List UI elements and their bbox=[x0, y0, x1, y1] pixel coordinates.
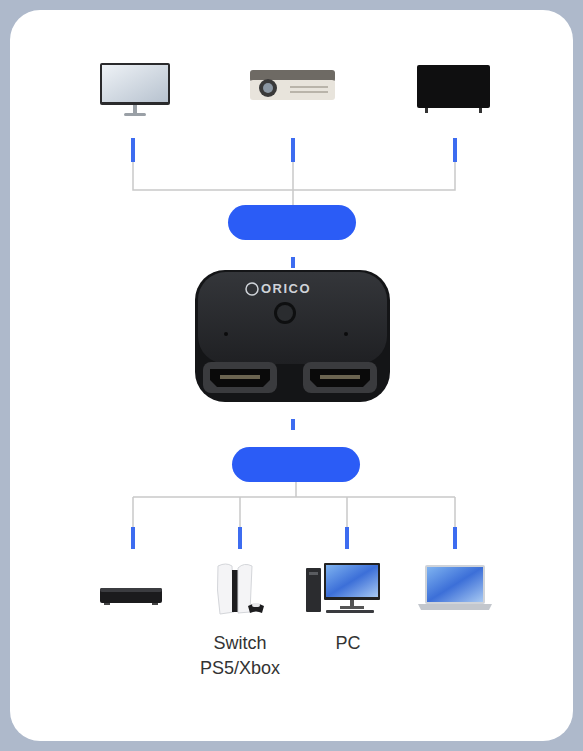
pc-icon bbox=[306, 563, 380, 613]
laptop-lid bbox=[425, 565, 485, 604]
cable bbox=[291, 419, 295, 430]
wire bbox=[133, 482, 455, 527]
cable bbox=[291, 138, 295, 162]
projector-vent bbox=[290, 91, 328, 93]
tv-box-foot bbox=[152, 603, 158, 605]
switch-button bbox=[277, 305, 293, 321]
pc-screen bbox=[326, 565, 378, 597]
console-icon bbox=[217, 564, 264, 614]
hdmi-pins bbox=[220, 375, 260, 379]
device-label: Switch PS5/Xbox bbox=[190, 631, 290, 681]
pc-monitor bbox=[324, 563, 380, 600]
projector-vent bbox=[290, 86, 328, 88]
logo-mark bbox=[246, 283, 258, 295]
monitor-neck bbox=[133, 105, 137, 114]
cable bbox=[131, 527, 135, 549]
tv-icon bbox=[417, 65, 490, 113]
laptop-screen bbox=[427, 567, 483, 602]
tv-leg bbox=[479, 108, 482, 113]
led bbox=[344, 332, 348, 336]
cable bbox=[291, 257, 295, 268]
tv-leg bbox=[425, 108, 428, 113]
cable bbox=[453, 527, 457, 549]
projector-body bbox=[250, 80, 335, 100]
cable bbox=[131, 138, 135, 162]
pc-stand bbox=[350, 600, 354, 607]
projector-lens bbox=[259, 79, 277, 97]
switch-body bbox=[195, 270, 390, 402]
tv-box-body bbox=[100, 588, 162, 603]
hdmi-port-rim bbox=[203, 362, 277, 393]
switch-button-ring bbox=[274, 302, 296, 324]
wiring bbox=[131, 138, 457, 549]
projector-glass bbox=[263, 83, 273, 93]
pc-base bbox=[340, 606, 364, 609]
monitor-icon bbox=[100, 63, 170, 116]
hdmi-port bbox=[310, 369, 370, 387]
cable bbox=[453, 138, 457, 162]
led bbox=[224, 332, 228, 336]
brand-logo: ORICO bbox=[246, 281, 326, 297]
blue-pill bbox=[228, 205, 356, 240]
monitor-base bbox=[124, 113, 146, 116]
hdmi-switch bbox=[195, 270, 390, 402]
laptop-icon bbox=[418, 565, 492, 610]
hdmi-port-rim bbox=[303, 362, 377, 393]
monitor-screen bbox=[102, 65, 168, 102]
switch-top bbox=[198, 272, 387, 364]
laptop-base bbox=[418, 604, 492, 610]
device-label: PC bbox=[298, 631, 398, 656]
cable bbox=[238, 527, 242, 549]
projector-icon bbox=[250, 70, 335, 100]
console-shell bbox=[217, 564, 234, 614]
blue-pill bbox=[232, 447, 360, 482]
cable bbox=[345, 527, 349, 549]
keyboard bbox=[326, 610, 374, 613]
hdmi-pins bbox=[320, 375, 360, 379]
monitor-frame bbox=[100, 63, 170, 105]
pc-tower bbox=[306, 568, 321, 612]
controller bbox=[248, 604, 264, 614]
console-core bbox=[232, 570, 238, 612]
pc-drive bbox=[309, 572, 318, 575]
tv-box-top bbox=[100, 588, 162, 592]
tv-box-foot bbox=[104, 603, 110, 605]
tv-screen bbox=[417, 65, 490, 108]
wire bbox=[133, 162, 455, 205]
controller-top bbox=[252, 603, 260, 607]
hdmi-port bbox=[210, 369, 270, 387]
tv-box-icon bbox=[100, 588, 162, 605]
